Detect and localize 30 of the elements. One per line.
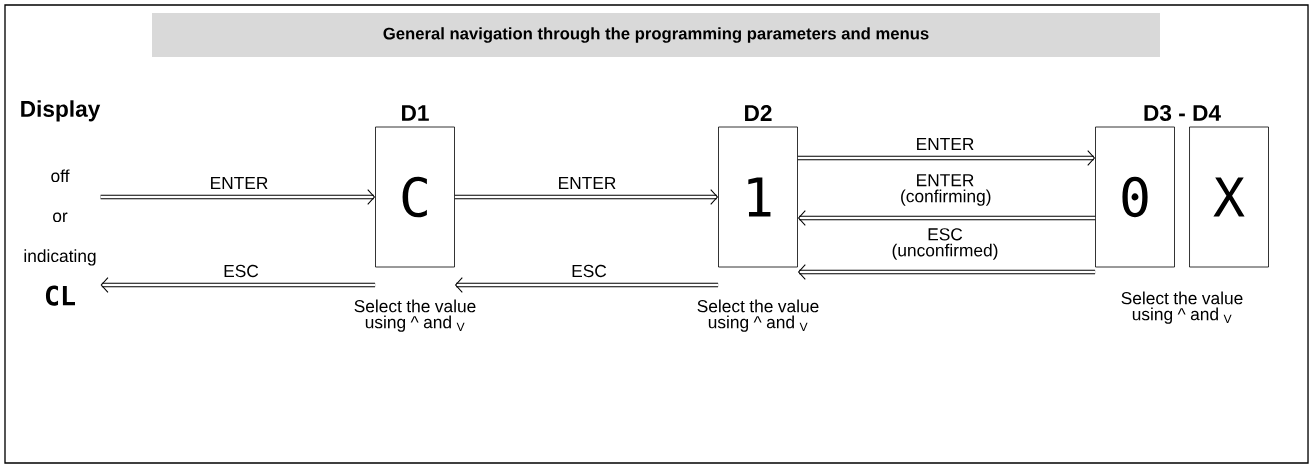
- display-state-text: off: [51, 169, 70, 183]
- double-arrow: [100, 277, 376, 293]
- double-arrow: [100, 189, 376, 205]
- instruction-text: Select the value using ^ and $_{V}$: [1121, 291, 1243, 324]
- heading: D3 - D4: [1144, 104, 1221, 122]
- edge-label: ESC: [222, 264, 260, 278]
- edge-label: ENTER: [556, 176, 618, 190]
- instruction-text: Select the value using ^ and $_{V}$: [354, 299, 476, 332]
- edge-label: ESC (unconfirmed): [889, 227, 1001, 261]
- double-arrow: [797, 150, 1096, 166]
- heading: Display: [21, 100, 101, 122]
- double-arrow: [797, 264, 1096, 280]
- edge-label: ESC: [570, 264, 608, 278]
- double-arrow: [454, 277, 719, 293]
- heading: D2: [745, 105, 772, 121]
- display-state-text: indicating: [24, 249, 96, 266]
- segment-characters: CL: [45, 285, 75, 306]
- double-arrow: [454, 189, 719, 205]
- edge-label: ENTER: [208, 176, 270, 190]
- display-box: 1: [718, 126, 798, 268]
- instruction-text: Select the value using ^ and $_{V}$: [697, 299, 819, 332]
- edge-label: ENTER: [914, 137, 976, 151]
- display-box: C: [375, 126, 455, 268]
- display-box: X: [1189, 126, 1269, 268]
- heading: D1: [402, 105, 429, 121]
- display-box: 0: [1095, 126, 1175, 268]
- double-arrow: [797, 210, 1096, 226]
- edge-label: ENTER (confirming): [899, 173, 991, 207]
- title-banner: General navigation through the programming parameters and menus: [152, 13, 1160, 57]
- display-state-text: or: [53, 212, 68, 223]
